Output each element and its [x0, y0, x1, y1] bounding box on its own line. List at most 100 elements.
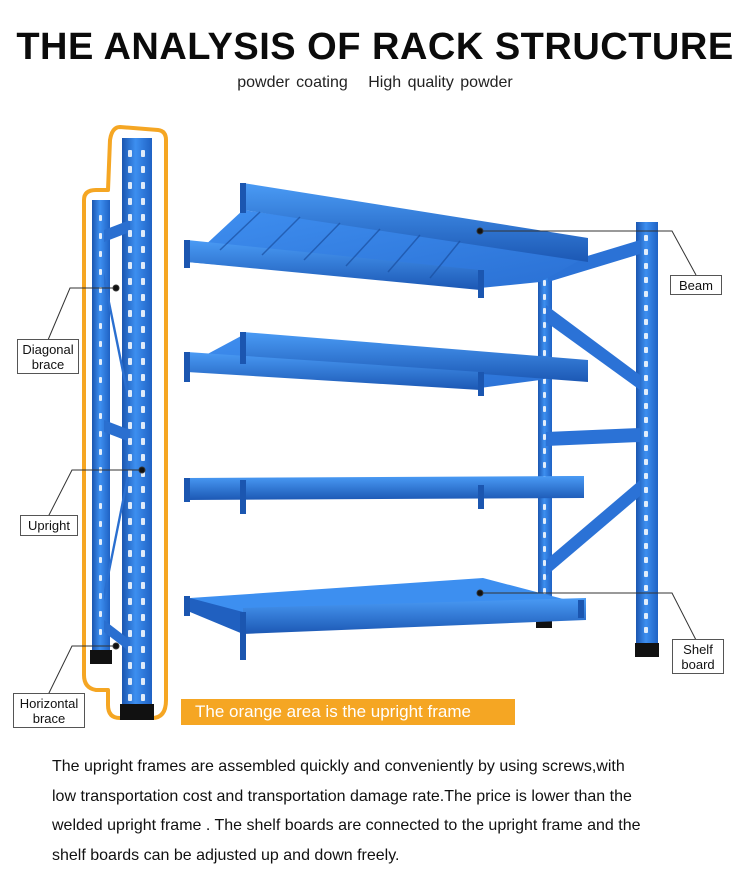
subtitle: powder coating High quality powder	[0, 74, 750, 92]
upright-hole	[141, 582, 145, 589]
upright-hole	[644, 585, 648, 591]
shelf-level-1	[184, 183, 588, 298]
upright-hole	[99, 269, 102, 275]
upright-hole	[543, 406, 546, 412]
upright-hole	[141, 294, 145, 301]
upright-hole	[141, 230, 145, 237]
upright-hole	[141, 198, 145, 205]
upright-hole	[543, 546, 546, 552]
upright-hole	[141, 214, 145, 221]
upright-hole	[644, 389, 648, 395]
upright-hole	[543, 448, 546, 454]
upright-hole	[644, 263, 648, 269]
upright-hole	[99, 323, 102, 329]
upright-hole	[128, 390, 132, 397]
upright-hole	[128, 566, 132, 573]
upright-hole	[644, 319, 648, 325]
upright-hole	[644, 361, 648, 367]
label-horizontal-brace: Horizontal brace	[13, 693, 85, 728]
upright-hole	[128, 694, 132, 701]
upright-hole	[644, 249, 648, 255]
upright-hole	[543, 280, 546, 286]
upright-hole	[128, 166, 132, 173]
upright-hole	[141, 678, 145, 685]
upright-hole	[141, 358, 145, 365]
upright-hole	[128, 470, 132, 477]
upright-hole	[141, 166, 145, 173]
upright-hole	[644, 375, 648, 381]
upright-hole	[128, 214, 132, 221]
upright-hole	[128, 486, 132, 493]
upright-hole	[644, 599, 648, 605]
upright-hole	[644, 529, 648, 535]
upright-hole	[543, 336, 546, 342]
upright-hole	[128, 406, 132, 413]
upright-hole	[141, 534, 145, 541]
upright-hole	[141, 662, 145, 669]
upright-hole	[128, 598, 132, 605]
upright-hole	[99, 251, 102, 257]
upright-hole	[141, 550, 145, 557]
upright-hole	[644, 277, 648, 283]
upright-hole	[644, 235, 648, 241]
description-line: The upright frames are assembled quickly…	[52, 758, 625, 775]
upright-hole	[99, 485, 102, 491]
upright-hole	[128, 150, 132, 157]
upright-hole	[99, 629, 102, 635]
upright-hole	[141, 694, 145, 701]
upright-hole	[128, 230, 132, 237]
upright-hole	[644, 347, 648, 353]
upright-hole	[644, 613, 648, 619]
upright-hole	[141, 566, 145, 573]
description: The upright frames are assembled quickly…	[52, 752, 712, 870]
upright-hole	[99, 341, 102, 347]
upright-hole	[141, 518, 145, 525]
description-line: low transportation cost and transportati…	[52, 787, 632, 805]
upright-hole	[99, 395, 102, 401]
upright-hole	[543, 434, 546, 440]
label-upright: Upright	[20, 515, 78, 536]
upright-hole	[644, 445, 648, 451]
upright-hole	[543, 574, 546, 580]
side-upright-frame	[90, 138, 154, 720]
upright-hole	[141, 502, 145, 509]
description-line: shelf boards can be adjusted up and down…	[52, 846, 400, 864]
upright-hole	[644, 403, 648, 409]
upright-hole	[128, 550, 132, 557]
upright-hole	[141, 262, 145, 269]
upright-hole	[543, 294, 546, 300]
page-title: THE ANALYSIS OF RACK STRUCTURE	[16, 26, 734, 68]
upright-hole	[141, 374, 145, 381]
upright-hole	[128, 262, 132, 269]
upright-hole	[99, 449, 102, 455]
label-shelf-board: Shelf board	[672, 639, 724, 674]
upright-hole	[141, 454, 145, 461]
upright-hole	[99, 575, 102, 581]
upright-hole	[128, 294, 132, 301]
rack-right-frame	[536, 222, 659, 657]
upright-hole	[141, 342, 145, 349]
upright-hole	[128, 438, 132, 445]
upright-hole	[141, 438, 145, 445]
upright-hole	[644, 627, 648, 633]
upright-hole	[99, 215, 102, 221]
upright-hole	[99, 521, 102, 527]
upright-hole	[141, 614, 145, 621]
upright-hole	[128, 662, 132, 669]
upright-hole	[644, 417, 648, 423]
upright-hole	[644, 501, 648, 507]
upright-hole	[99, 593, 102, 599]
upright-hole	[99, 413, 102, 419]
upright-hole	[644, 487, 648, 493]
description-line: welded upright frame . The shelf boards …	[52, 817, 641, 834]
upright-hole	[141, 422, 145, 429]
upright-hole	[141, 182, 145, 189]
upright-hole	[644, 291, 648, 297]
upright-hole	[128, 182, 132, 189]
upright-hole	[128, 534, 132, 541]
upright-hole	[99, 359, 102, 365]
upright-hole	[99, 305, 102, 311]
upright-hole	[128, 422, 132, 429]
upright-hole	[543, 392, 546, 398]
upright-hole	[128, 630, 132, 637]
